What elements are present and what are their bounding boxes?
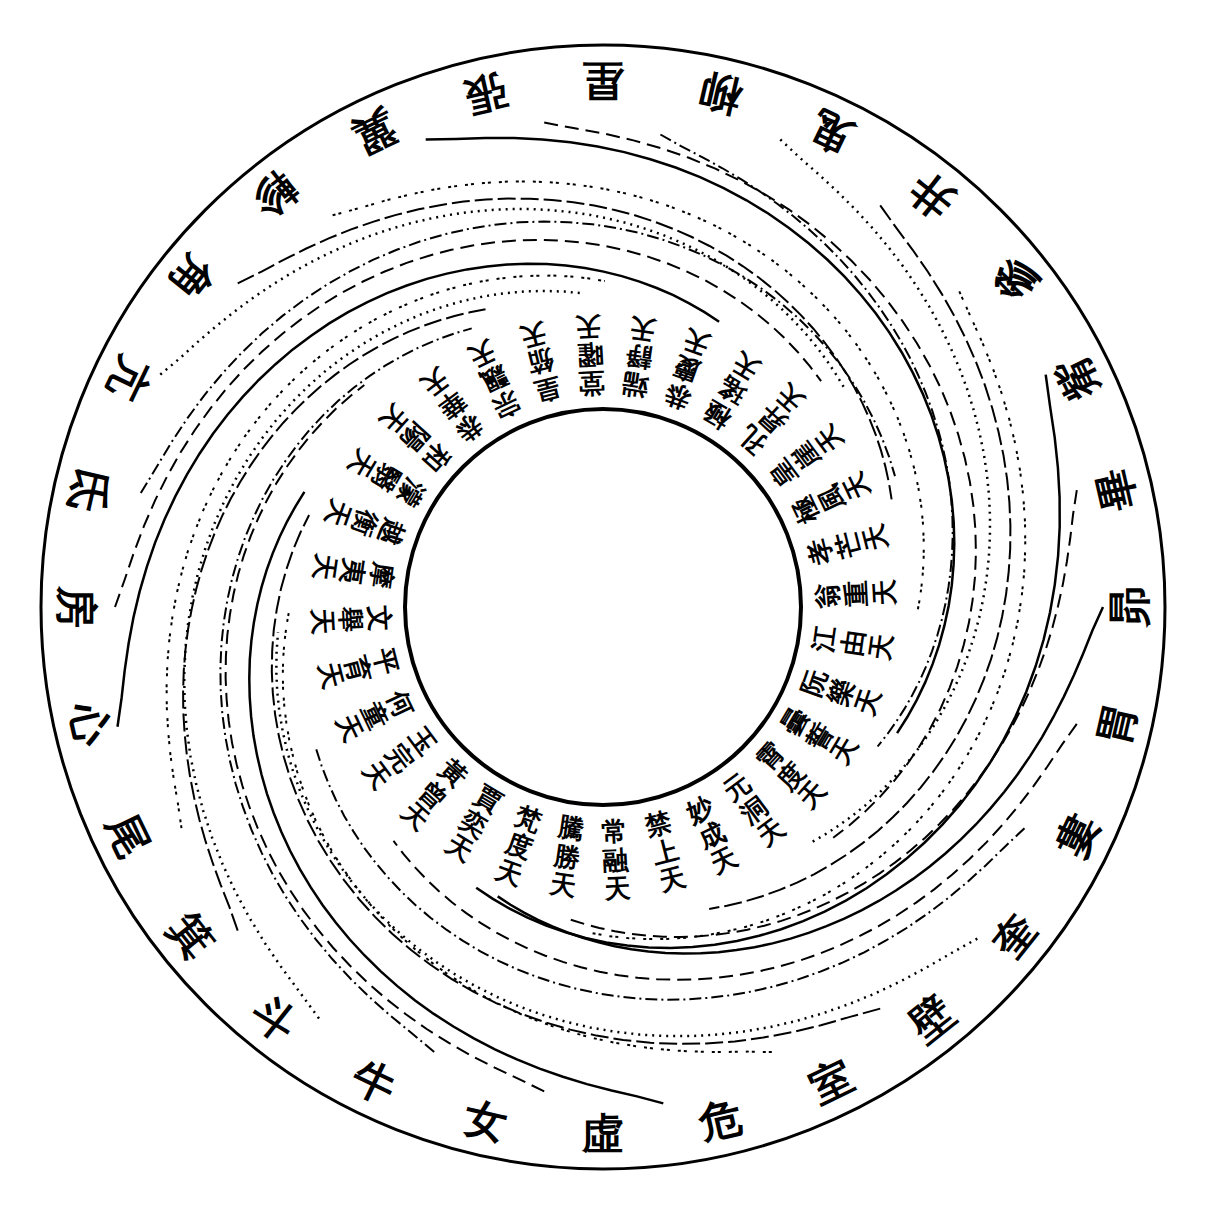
lunar-mansion: 婁 — [1048, 807, 1108, 865]
heaven-name: 阮樂天 — [797, 665, 887, 718]
spiral-line — [220, 328, 471, 1052]
spiral-line — [589, 291, 1025, 939]
lunar-mansion: 胃 — [1090, 699, 1144, 750]
lunar-mansion: 昴 — [1107, 586, 1153, 628]
spiral-line — [316, 749, 1024, 1000]
lunar-mansion: 觜 — [1048, 349, 1108, 407]
heaven-name: 平育天 — [313, 646, 403, 692]
lunar-mansion: 房 — [53, 586, 99, 628]
spiral-line — [283, 611, 772, 1052]
heaven-name: 宗飄天 — [464, 334, 524, 423]
spiral-line — [115, 240, 821, 607]
lunar-mansion: 軫 — [244, 164, 306, 226]
lunar-mansion: 斗 — [244, 988, 306, 1050]
inner-circle — [405, 409, 801, 805]
lunar-mansion: 翼 — [345, 102, 403, 162]
heaven-name: 梵度天 — [492, 801, 545, 891]
spiral-line — [426, 138, 955, 733]
lunar-mansion: 畢 — [1090, 464, 1144, 515]
spiral-line — [238, 199, 892, 500]
heaven-name: 堂曜天 — [575, 311, 605, 398]
spiral-line — [226, 385, 545, 1091]
heaven-name: 孝芒天 — [803, 522, 893, 568]
heaven-name: 越衡天 — [320, 496, 410, 549]
heaven-name: 常融天 — [601, 816, 631, 903]
lunar-mansion: 柳 — [695, 66, 746, 120]
lunar-mansion: 牛 — [345, 1052, 403, 1112]
heaven-name: 摩夷天 — [308, 552, 397, 590]
spiral-line — [249, 492, 663, 1104]
lunar-mansion: 氐 — [62, 464, 116, 515]
heaven-name: 皇笳天 — [518, 317, 564, 407]
spiral-line — [498, 607, 1103, 954]
lunar-mansion: 鬼 — [803, 102, 861, 162]
heaven-name: 禁上天 — [642, 807, 688, 897]
spiral-lines — [115, 123, 1103, 1104]
lunar-mansion: 角 — [160, 248, 222, 310]
heaven-name: 文舉天 — [307, 605, 394, 635]
lunar-mansion: 心 — [62, 699, 116, 750]
lunar-mansion: 尾 — [98, 807, 158, 865]
lunar-mansion: 星 — [582, 57, 624, 103]
lunar-mansion: 箕 — [160, 905, 222, 967]
heaven-name: 翁重天 — [812, 579, 899, 609]
heaven-name: 恭慶天 — [661, 324, 714, 414]
lunar-mansion: 參 — [984, 248, 1046, 310]
lunar-mansion: 危 — [695, 1094, 746, 1148]
spiral-line — [476, 375, 1059, 948]
spiral-line — [569, 490, 1077, 937]
lunar-mansion: 女 — [460, 1094, 511, 1148]
lunar-mansion: 壁 — [901, 988, 963, 1050]
lunar-mansion: 亢 — [98, 349, 158, 407]
heaven-name: 騰勝天 — [548, 813, 586, 902]
lunar-mansion: 井 — [901, 164, 963, 226]
spiral-line — [118, 264, 720, 727]
heaven-name: 極風天 — [787, 468, 876, 528]
spiral-line — [272, 515, 880, 1044]
spiral-line — [184, 291, 584, 1019]
spiral-line — [709, 205, 1010, 909]
lunar-mansion: 室 — [803, 1052, 861, 1112]
heaven-name: 江由天 — [809, 624, 898, 662]
heaven-name: 端靜天 — [620, 312, 658, 401]
spiral-line — [167, 276, 605, 829]
spiral-line — [660, 135, 952, 747]
spiral-line — [544, 123, 976, 838]
lunar-mansion: 張 — [460, 66, 511, 120]
spiral-line — [141, 222, 895, 494]
lunar-mansion: 奎 — [984, 905, 1046, 967]
outer-circle — [41, 45, 1165, 1169]
lunar-mansion: 虛 — [582, 1111, 624, 1157]
